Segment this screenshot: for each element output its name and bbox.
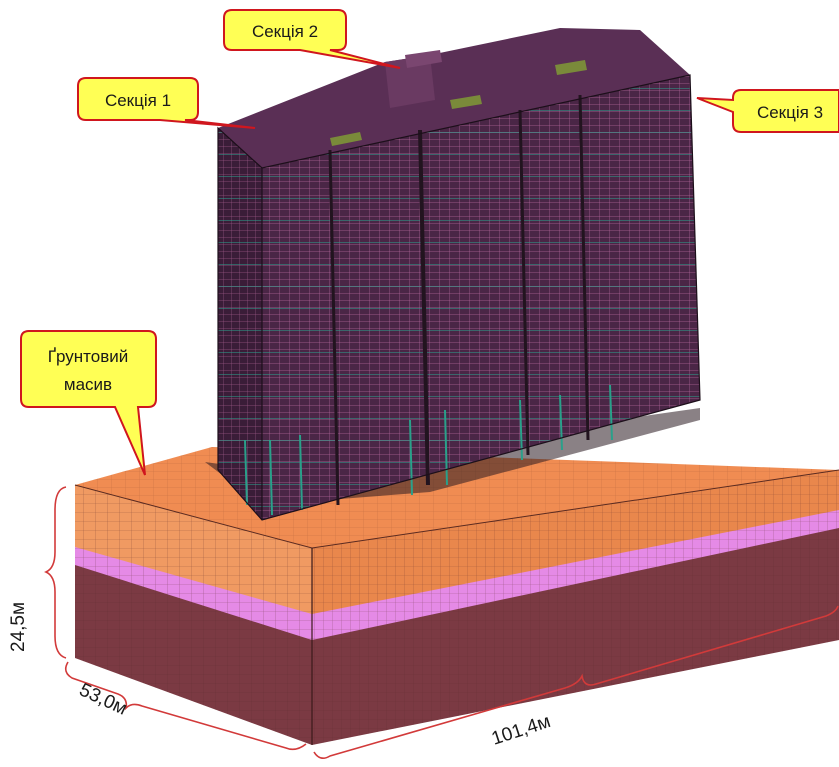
callout-section-3-label: Секція 3 — [757, 103, 823, 122]
callout-section-2: Секція 2 — [223, 9, 401, 69]
dimension-height — [44, 486, 67, 659]
soil-massif — [74, 447, 839, 745]
dimension-width — [64, 661, 307, 751]
callout-section-2-label: Секція 2 — [252, 22, 318, 41]
callout-soil-line2: масив — [64, 375, 112, 394]
callout-section-3: Секція 3 — [696, 89, 839, 133]
dimension-width-label: 53,0м — [76, 679, 130, 719]
dimension-length — [313, 605, 839, 760]
building-model — [205, 28, 701, 521]
callout-section-1: Секція 1 — [77, 77, 256, 129]
callout-section-1-label: Секція 1 — [105, 91, 171, 110]
callout-soil-massif: Ґрунтовий масив — [20, 330, 157, 476]
callout-soil-line1: Ґрунтовий — [48, 347, 129, 366]
dimension-length-label: 101,4м — [489, 711, 553, 750]
dimension-height-label: 24,5м — [8, 602, 29, 652]
